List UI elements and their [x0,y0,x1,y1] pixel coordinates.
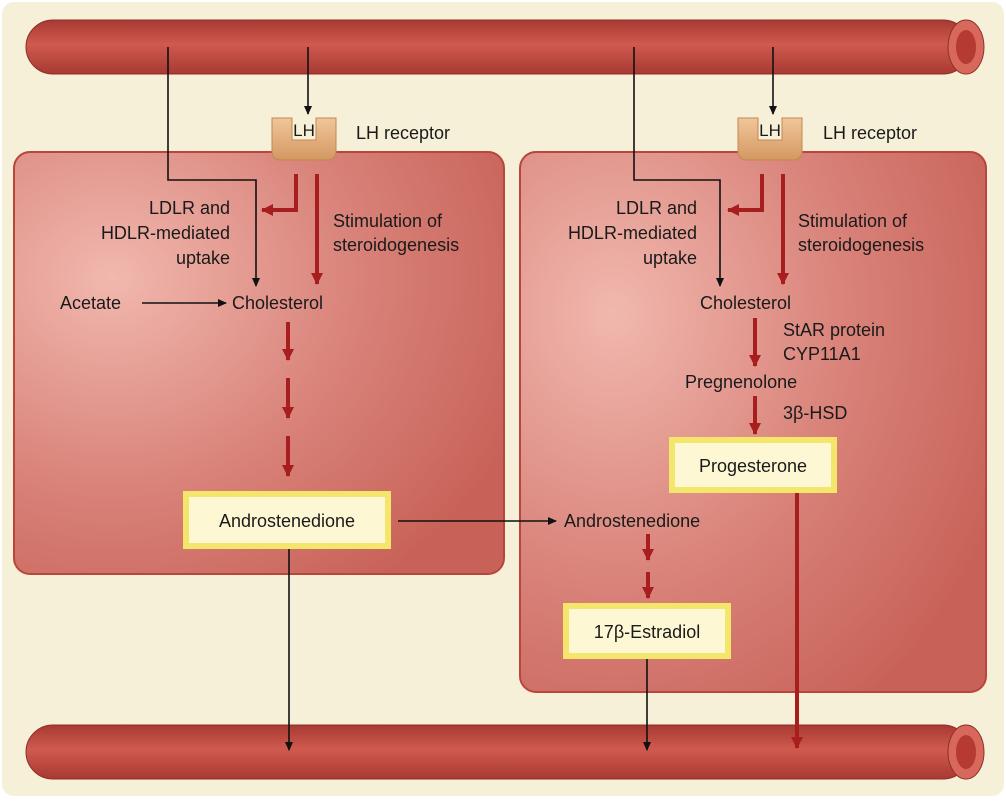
receptor-uptake-arrow-left [261,174,298,216]
uptake-text-3-left: uptake [176,248,230,268]
stimulation-text-2-right: steroidogenesis [798,235,924,255]
lh-receptor-label-right: LH receptor [823,123,917,143]
theca-cell [13,151,505,575]
stimulation-text-2-left: steroidogenesis [333,235,459,255]
stimulation-text-1-right: Stimulation of [798,211,908,231]
star-protein-label: StAR protein [783,320,885,340]
uptake-text-1-left: LDLR and [149,198,230,218]
top-blood-vessel [25,19,985,75]
cholesterol-label-right: Cholesterol [700,293,791,313]
lh-label-right: LH [759,121,781,140]
progesterone-box: Progesterone [669,437,837,493]
androstenedione-box-left: Androstenedione [183,491,391,549]
uptake-text-2-left: HDLR-mediated [101,223,230,243]
uptake-arrow-left [167,47,260,287]
androstenedione-label-left: Androstenedione [219,511,355,531]
lh-receptor-right: LH [737,117,803,161]
lh-receptor-left: LH [271,117,337,161]
bottom-blood-vessel [25,724,985,780]
lh-label-left: LH [293,121,315,140]
cyp11a1-label: CYP11A1 [783,344,861,364]
estradiol-box: 17β-Estradiol [563,603,731,659]
uptake-arrow-right [633,47,724,287]
uptake-text-1-right: LDLR and [616,198,697,218]
acetate-label: Acetate [60,293,121,313]
cholesterol-label-left: Cholesterol [232,293,323,313]
androstenedione-label-right: Androstenedione [564,511,700,531]
lh-receptor-label-left: LH receptor [356,123,450,143]
uptake-text-2-right: HDLR-mediated [568,223,697,243]
estradiol-label: 17β-Estradiol [594,622,700,642]
progesterone-label: Progesterone [699,456,807,476]
receptor-uptake-arrow-right [727,174,764,216]
uptake-text-3-right: uptake [643,248,697,268]
pregnenolone-label: Pregnenolone [685,372,797,392]
stimulation-text-1-left: Stimulation of [333,211,443,231]
3b-hsd-label: 3β-HSD [783,403,847,423]
